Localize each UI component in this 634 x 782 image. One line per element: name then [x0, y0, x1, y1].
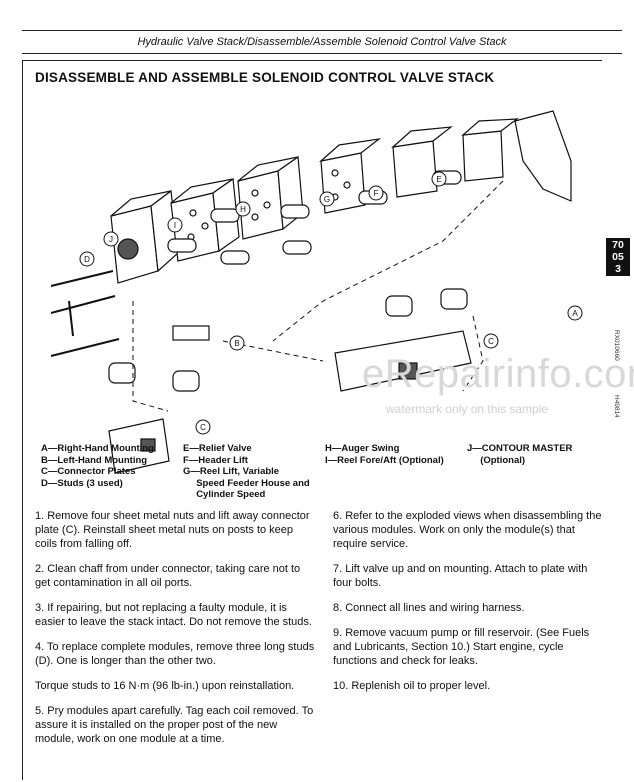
section-tab: 70 05 3	[606, 238, 630, 276]
legend-item: F—Header Lift	[183, 454, 248, 466]
legend-col-3: H—Auger Swing I—Reel Fore/Aft (Optional)	[325, 443, 475, 466]
legend-item: Cylinder Speed	[183, 489, 266, 500]
legend-item: I—Reel Fore/Aft (Optional)	[325, 454, 444, 466]
step-text: 3. If repairing, but not replacing a fau…	[35, 602, 312, 628]
step-text: 5. Pry modules apart carefully. Tag each…	[35, 705, 314, 745]
legend-item: G—Reel Lift, Variable	[183, 466, 280, 477]
steps-left-column: 1. Remove four sheet metal nuts and lift…	[35, 509, 315, 757]
legend-item: J—CONTOUR MASTER	[467, 443, 573, 454]
callout-c-right: C	[488, 337, 494, 346]
callout-c-left: C	[200, 423, 206, 432]
connector-plate-c-right	[334, 330, 472, 392]
page-header: Hydraulic Valve Stack/Disassemble/Assemb…	[22, 30, 622, 54]
step-text: 7. Lift valve up and on mounting. Attach…	[333, 563, 588, 589]
callout-j: J	[109, 235, 113, 244]
legend-item: E—Relief Valve	[183, 443, 252, 454]
steps-right-column: 6. Refer to the exploded views when disa…	[333, 509, 608, 704]
step-text: 9. Remove vacuum pump or fill reservoir.…	[333, 627, 590, 667]
connector-plate-c-left	[108, 418, 170, 474]
module-f	[392, 140, 438, 198]
header-title: Hydraulic Valve Stack/Disassemble/Assemb…	[137, 36, 507, 48]
step-text: 1. Remove four sheet metal nuts and lift…	[35, 510, 310, 550]
section-title: DISASSEMBLE AND ASSEMBLE SOLENOID CONTRO…	[35, 70, 495, 85]
legend-item: B—Left-Hand Mounting	[41, 454, 148, 466]
legend-item: (Optional)	[467, 454, 526, 466]
callout-e: E	[436, 175, 441, 184]
legend-item: A—Right-Hand Mounting	[41, 443, 154, 454]
legend-item: C—Connector Plates	[41, 466, 136, 477]
callout-f: F	[374, 189, 379, 198]
legend-item: Speed Feeder House and	[183, 477, 310, 489]
step-text: 2. Clean chaff from under connector, tak…	[35, 563, 301, 589]
watermark-text: eRepairinfo.com	[362, 352, 634, 396]
valve-stack-exploded-diagram: J I H G F E D B A C C	[50, 110, 583, 474]
content-frame: DISASSEMBLE AND ASSEMBLE SOLENOID CONTRO…	[22, 60, 602, 780]
callout-h: H	[240, 205, 246, 214]
step-text: 10. Replenish oil to proper level.	[333, 680, 491, 692]
callout-g: G	[324, 195, 330, 204]
step-text: 4. To replace complete modules, remove t…	[35, 641, 315, 667]
step-text: 6. Refer to the exploded views when disa…	[333, 510, 602, 550]
legend-col-2: E—Relief Valve F—Header Lift G—Reel Lift…	[183, 443, 333, 501]
section-tab-line: 3	[615, 263, 621, 275]
callout-i: I	[174, 221, 176, 230]
step-text: 8. Connect all lines and wiring harness.	[333, 602, 525, 614]
section-tab-line: 05	[612, 251, 624, 263]
legend-item: D—Studs (3 used)	[41, 477, 123, 489]
section-tab-line: 70	[612, 239, 624, 251]
side-code-2: H49814	[613, 395, 620, 418]
watermark-subtext: watermark only on this sample	[386, 402, 549, 416]
callout-a: A	[572, 309, 578, 318]
legend-col-4: J—CONTOUR MASTER (Optional)	[467, 443, 617, 466]
callout-d: D	[84, 255, 90, 264]
step-text: Torque studs to 16 N·m (96 lb-in.) upon …	[35, 680, 295, 692]
callout-b: B	[234, 339, 239, 348]
legend-col-1: A—Right-Hand Mounting B—Left-Hand Mounti…	[41, 443, 191, 489]
mounting-a	[514, 110, 572, 202]
legend-item: H—Auger Swing	[325, 443, 400, 454]
module-e	[462, 130, 504, 182]
